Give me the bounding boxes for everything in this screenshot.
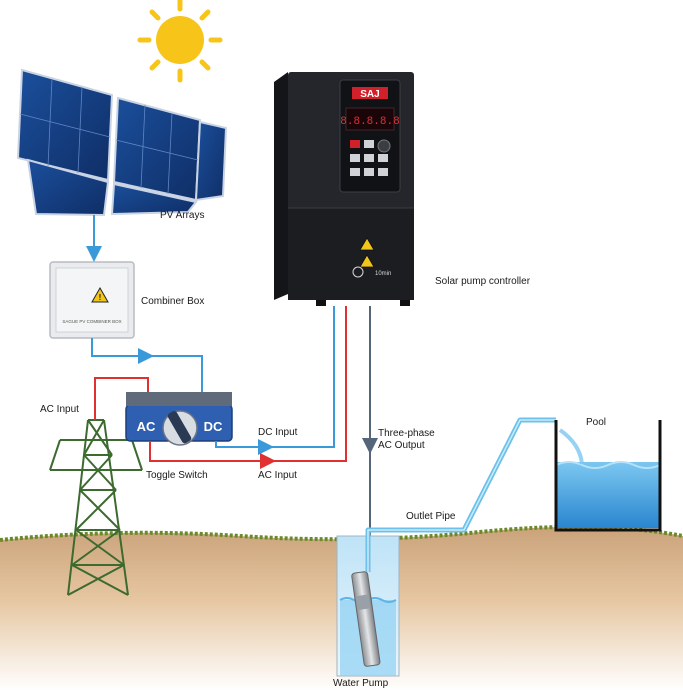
pv-array	[16, 68, 228, 217]
label-outlet-pipe: Outlet Pipe	[406, 511, 456, 522]
label-ac-output: AC Output	[378, 440, 425, 451]
ac-wiring	[94, 306, 347, 469]
switch-ac-label: AC	[137, 419, 156, 434]
label-three-phase: Three-phase	[378, 428, 435, 439]
warning-icon	[359, 254, 375, 268]
transmission-tower	[49, 419, 143, 596]
label-dc-input: DC Input	[258, 427, 298, 438]
label-pv-arrays: PV Arrays	[160, 210, 205, 221]
warning-icon	[359, 237, 375, 251]
label-controller: Solar pump controller	[435, 276, 531, 287]
solar-pump-controller: SAJ 8.8.8.8.8 10min	[274, 72, 414, 306]
sun-icon	[137, 0, 223, 83]
label-ac-input-bottom: AC Input	[258, 470, 297, 481]
label-water-pump: Water Pump	[333, 678, 389, 689]
brand-logo: SAJ	[360, 89, 379, 100]
switch-dc-label: DC	[204, 419, 223, 434]
warning-time: 10min	[375, 271, 391, 277]
warning-icon	[91, 286, 109, 303]
label-toggle-switch: Toggle Switch	[146, 470, 208, 481]
svg-text:!: !	[99, 293, 102, 302]
toggle-switch: AC DC	[125, 392, 233, 446]
outlet-pipe-highlight	[367, 419, 556, 572]
label-pool: Pool	[586, 417, 607, 428]
keypad	[350, 139, 391, 176]
label-combiner-box: Combiner Box	[141, 296, 205, 307]
combiner-box: ! SAGUE PV COMBINER BOX	[49, 261, 135, 339]
svg-text:SAGUE PV COMBINER BOX: SAGUE PV COMBINER BOX	[62, 319, 121, 324]
water-pump	[351, 571, 381, 667]
dc-wiring	[86, 215, 335, 455]
pool	[554, 420, 662, 532]
power-icon	[352, 266, 364, 278]
display-digits: 8.8.8.8.8	[340, 116, 399, 128]
label-ac-input-top: AC Input	[40, 404, 79, 415]
